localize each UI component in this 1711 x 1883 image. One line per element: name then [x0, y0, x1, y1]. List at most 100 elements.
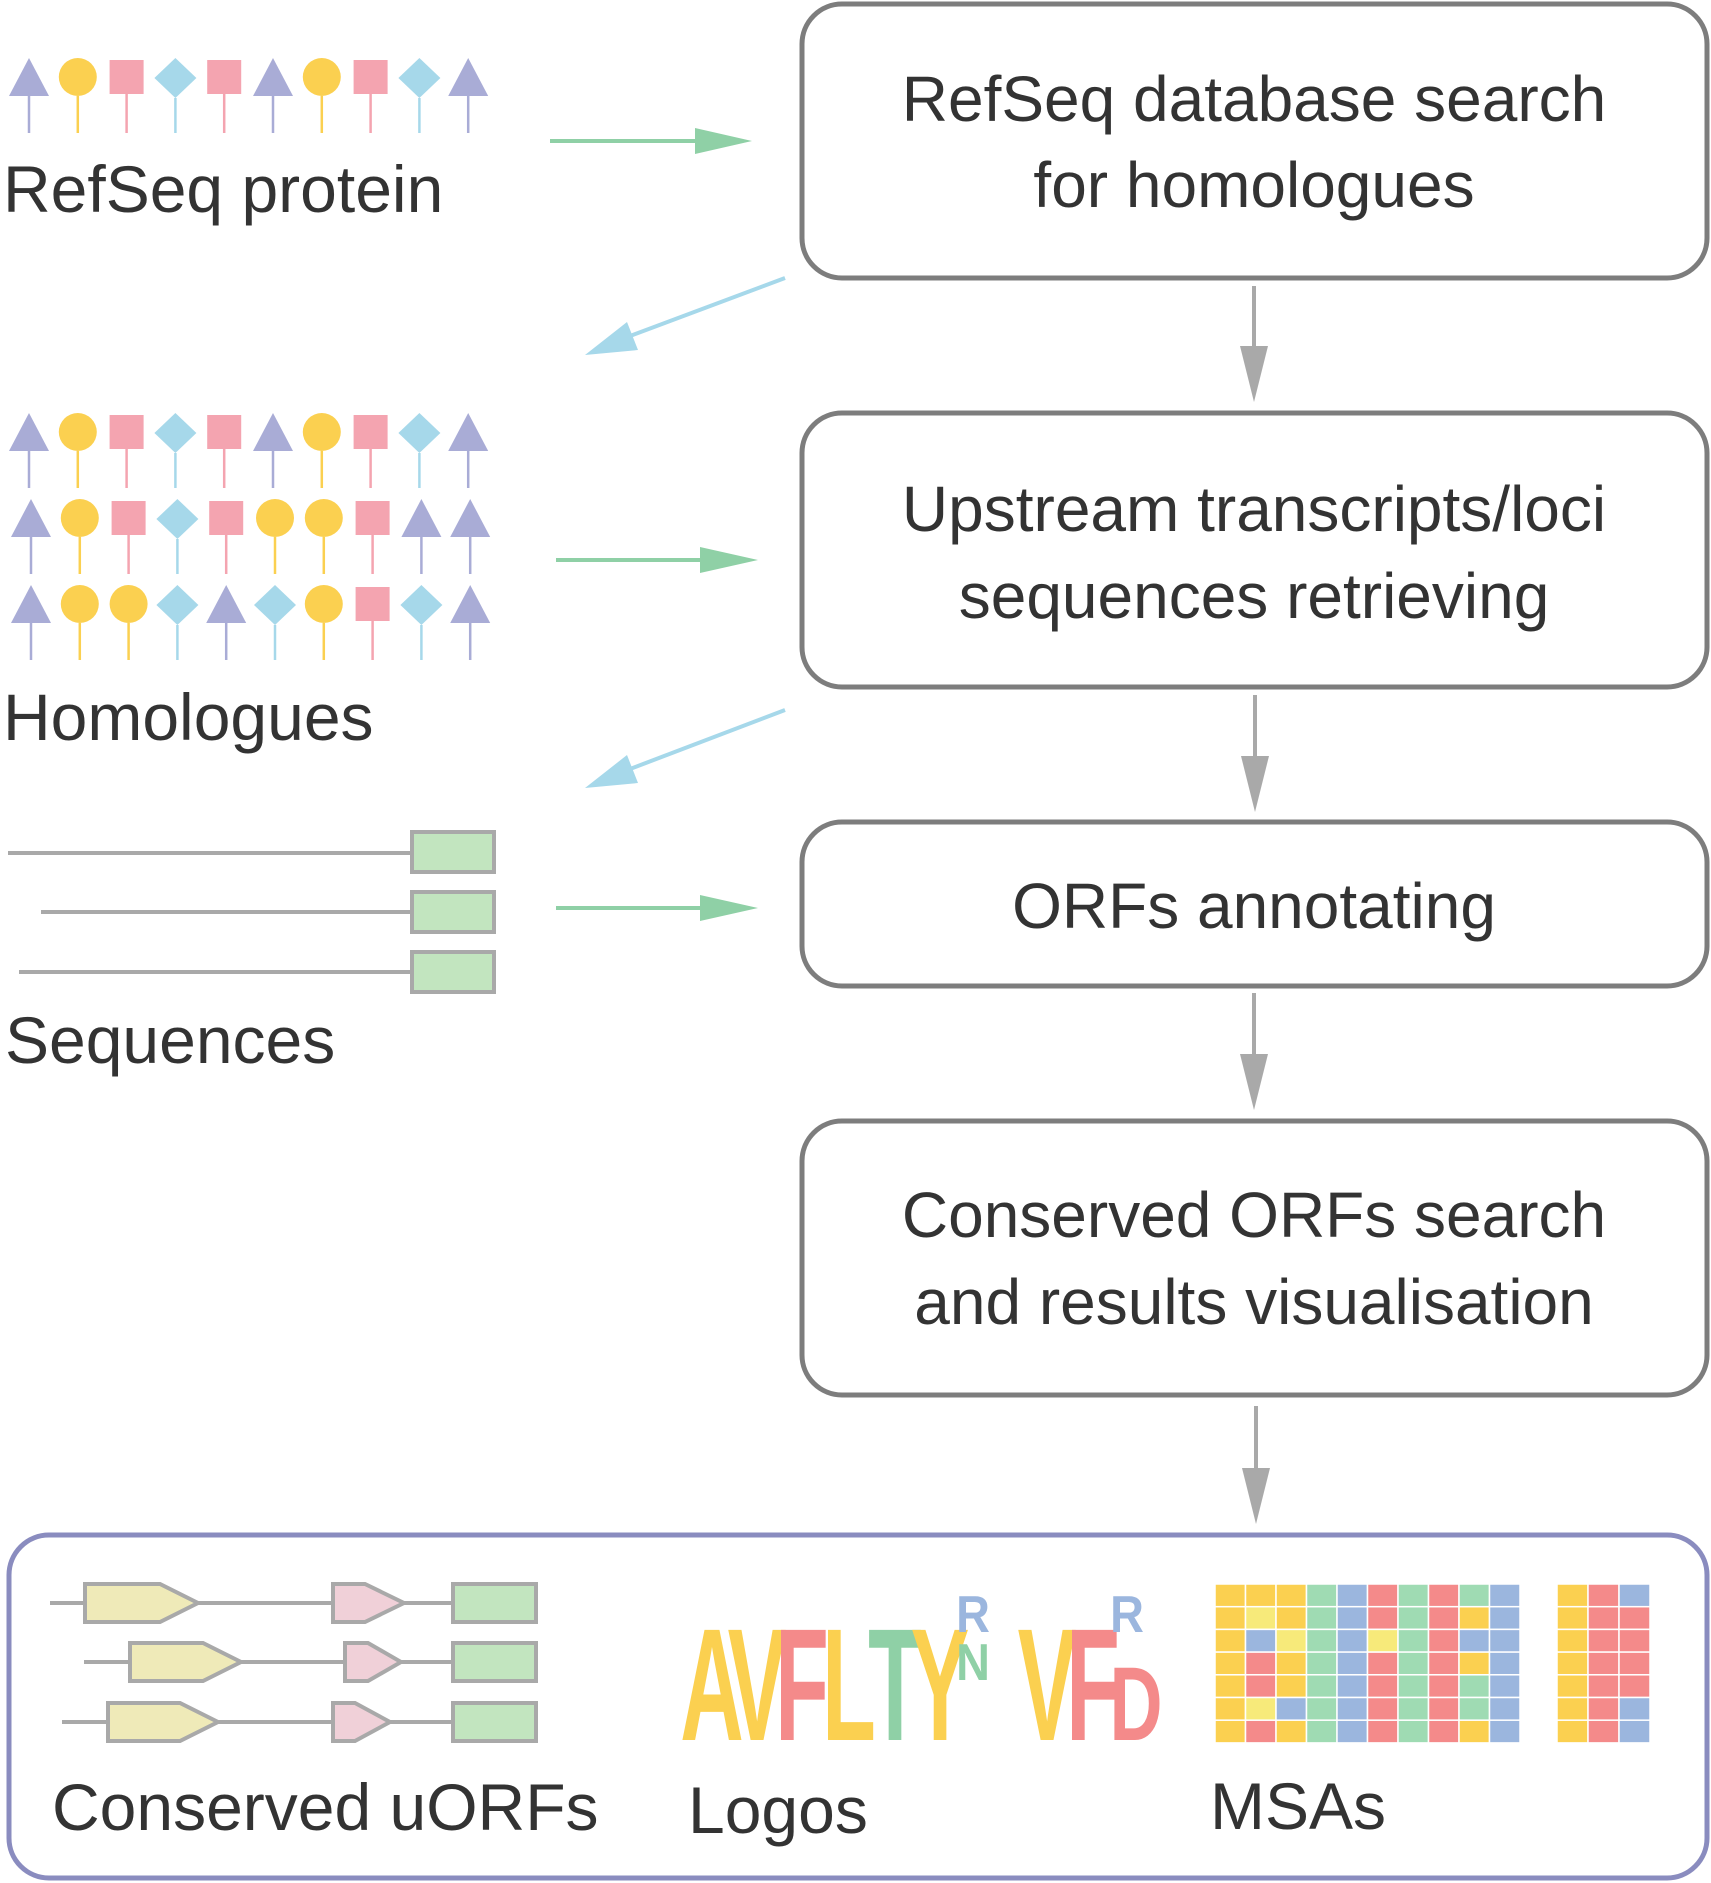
logo-letter: R	[956, 1586, 990, 1644]
circle-residue-icon	[304, 585, 343, 660]
msa-cell	[1214, 1605, 1247, 1631]
msa-cell	[1336, 1696, 1369, 1721]
msa-cell	[1458, 1651, 1491, 1676]
msa-cell	[1275, 1696, 1308, 1721]
msa-cell	[1556, 1719, 1589, 1744]
step-upstream-line2: sequences retrieving	[959, 560, 1550, 632]
sequence-cds-box	[410, 950, 496, 994]
msa-cell	[1214, 1696, 1247, 1721]
msa-cell	[1618, 1628, 1651, 1653]
msa-cell	[1427, 1674, 1460, 1699]
circle-residue-icon	[302, 413, 341, 488]
msa-cell	[1587, 1651, 1620, 1676]
msa-cell	[1275, 1605, 1308, 1631]
circle-residue-icon	[58, 58, 97, 133]
msa-grid	[1214, 1583, 1651, 1744]
logo-letter: F	[775, 1596, 829, 1774]
msa-cell	[1618, 1583, 1651, 1608]
msa-cell	[1458, 1605, 1491, 1631]
msa-cell	[1488, 1696, 1521, 1721]
label-homologues: Homologues	[3, 680, 374, 754]
msa-cell	[1488, 1674, 1521, 1699]
uorf-arrow	[106, 1701, 223, 1743]
output-logos: Logos	[688, 1773, 868, 1847]
msa-cell	[1488, 1605, 1521, 1631]
square-residue-icon	[111, 501, 146, 574]
triangle-residue-icon	[9, 413, 49, 488]
msa-cell	[1366, 1583, 1399, 1608]
sequence-cds-box	[410, 830, 496, 874]
msa-cell	[1305, 1674, 1338, 1699]
msa-cell	[1336, 1651, 1369, 1676]
msa-cell	[1458, 1628, 1491, 1653]
gray-arrow-4	[1242, 1406, 1270, 1524]
step-conserved-line2: and results visualisation	[914, 1266, 1593, 1338]
msa-cell	[1214, 1674, 1247, 1699]
msa-cell	[1427, 1696, 1460, 1721]
msa-cell	[1366, 1696, 1399, 1721]
conserved-uorfs-glyph	[50, 1582, 538, 1743]
diamond-residue-icon	[154, 413, 197, 488]
msa-cell	[1336, 1674, 1369, 1699]
msa-cell	[1397, 1605, 1430, 1631]
uorf-arrow	[343, 1641, 406, 1683]
msa-cell	[1305, 1628, 1338, 1653]
logo-letter: V	[728, 1596, 787, 1774]
logo-letter: N	[956, 1634, 990, 1692]
msa-cell	[1244, 1674, 1277, 1699]
msa-cell	[1427, 1583, 1460, 1608]
msa-cell	[1587, 1583, 1620, 1608]
diamond-residue-icon	[398, 58, 441, 133]
square-residue-icon	[355, 587, 390, 660]
msa-cell	[1556, 1605, 1589, 1631]
blue-arrow-2	[585, 708, 786, 788]
msa-cell	[1244, 1651, 1277, 1676]
triangle-residue-icon	[401, 499, 442, 574]
msa-cell	[1244, 1696, 1277, 1721]
label-refseq-protein: RefSeq protein	[3, 152, 443, 226]
green-arrow-3	[556, 895, 758, 921]
msa-cell	[1214, 1583, 1247, 1608]
triangle-residue-icon	[448, 413, 489, 488]
msa-cell	[1488, 1651, 1521, 1676]
msa-cell	[1618, 1696, 1651, 1721]
triangle-residue-icon	[448, 58, 489, 133]
sequence-cds-box	[410, 890, 496, 934]
msa-cell	[1397, 1719, 1430, 1744]
triangle-residue-icon	[253, 413, 293, 488]
uorf-cds-box	[451, 1582, 538, 1624]
step-upstream-line1: Upstream transcripts/loci	[902, 473, 1606, 545]
msa-cell	[1305, 1605, 1338, 1631]
msa-cell	[1618, 1719, 1651, 1744]
msa-cell	[1618, 1605, 1651, 1631]
msa-cell	[1427, 1719, 1460, 1744]
msa-cell	[1244, 1605, 1277, 1631]
square-residue-icon	[207, 415, 242, 488]
triangle-residue-icon	[206, 585, 247, 660]
step-box-refseq-search	[799, 1, 1710, 281]
logo-letter: T	[868, 1596, 922, 1774]
msa-cell	[1427, 1628, 1460, 1653]
msa-cell	[1556, 1674, 1589, 1699]
output-conserved-uorfs: Conserved uORFs	[52, 1770, 599, 1844]
msa-cell	[1556, 1651, 1589, 1676]
msa-cell	[1397, 1696, 1430, 1721]
msa-cell	[1244, 1628, 1277, 1653]
step-conserved-line1: Conserved ORFs search	[902, 1179, 1606, 1251]
diamond-residue-icon	[254, 585, 296, 660]
msa-cell	[1397, 1651, 1430, 1676]
square-residue-icon	[109, 60, 144, 133]
square-residue-icon	[355, 501, 390, 574]
green-arrow-2	[556, 547, 758, 573]
msa-cell	[1244, 1719, 1277, 1744]
msa-cell	[1366, 1628, 1399, 1653]
msa-cell	[1587, 1719, 1620, 1744]
msa-cell	[1488, 1583, 1521, 1608]
square-residue-icon	[109, 415, 144, 488]
step-refseq-search-line1: RefSeq database search	[902, 63, 1606, 135]
msa-cell	[1458, 1583, 1491, 1608]
msa-cell	[1397, 1628, 1430, 1653]
msa-cell	[1458, 1696, 1491, 1721]
square-residue-icon	[207, 60, 242, 133]
diamond-residue-icon	[156, 499, 199, 574]
